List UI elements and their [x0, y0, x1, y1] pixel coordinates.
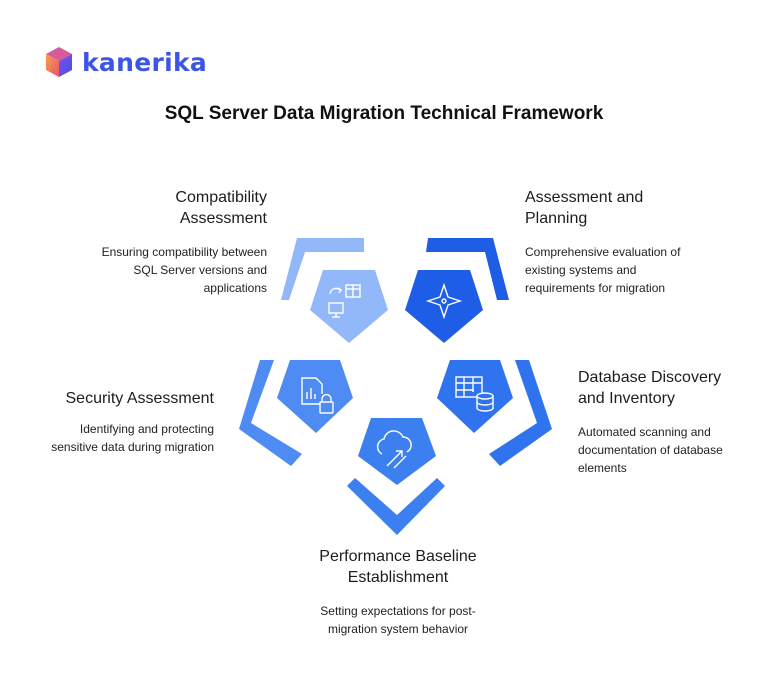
- outer-band-compatibility: [281, 238, 364, 300]
- step-desc-line: Ensuring compatibility between: [101, 245, 267, 259]
- cloud-upload-icon: [376, 430, 412, 469]
- inner-pentagon-assessment: [405, 270, 483, 343]
- step-compatibility: Compatibility Assessment Ensuring compat…: [60, 187, 267, 297]
- step-desc-line: Setting expectations for post-: [320, 604, 476, 618]
- step-heading-line: Compatibility: [175, 189, 267, 206]
- report-lock-icon: [301, 377, 334, 414]
- step-heading-line: Assessment: [179, 210, 267, 227]
- step-desc-line: existing systems and: [525, 263, 637, 277]
- outer-band-database: [489, 360, 552, 466]
- outer-band-assessment: [426, 238, 509, 300]
- step-security-assessment: Security Assessment Identifying and prot…: [20, 388, 214, 456]
- step-desc-line: SQL Server versions and: [133, 263, 267, 277]
- step-heading-line: Security Assessment: [65, 390, 215, 407]
- step-heading-line: Database Discovery: [578, 369, 722, 386]
- step-heading-line: Planning: [525, 210, 588, 227]
- step-desc-line: documentation of database: [578, 443, 723, 457]
- page-title: SQL Server Data Migration Technical Fram…: [164, 103, 604, 124]
- segment-database-discovery: [437, 360, 552, 466]
- transfer-table-monitor-icon: [328, 284, 361, 318]
- segment-compatibility: [281, 238, 388, 343]
- table-database-icon: [455, 376, 494, 412]
- inner-pentagon-compatibility: [310, 270, 388, 343]
- step-desc-line: elements: [578, 461, 627, 475]
- brand-name: kanerika: [82, 47, 208, 77]
- step-heading-line: Assessment and: [525, 189, 644, 206]
- brand-logo: kanerika: [44, 46, 207, 78]
- segment-security-assessment: [239, 360, 353, 466]
- step-desc-line: Automated scanning and: [578, 425, 711, 439]
- step-performance-baseline: Performance Baseline Establishment Setti…: [270, 546, 526, 638]
- compass-star-icon: [425, 282, 463, 320]
- step-desc-line: applications: [203, 281, 267, 295]
- segment-performance-baseline: [347, 418, 445, 535]
- step-desc-line: sensitive data during migration: [51, 440, 214, 454]
- step-database-discovery: Database Discovery and Inventory Automat…: [578, 367, 763, 477]
- step-desc-line: Identifying and protecting: [79, 422, 214, 436]
- step-heading-line: and Inventory: [578, 390, 675, 407]
- segment-assessment-planning: [405, 238, 509, 343]
- kanerika-logo-icon: [46, 47, 72, 77]
- step-desc-line: requirements for migration: [525, 281, 666, 295]
- step-assessment-planning: Assessment and Planning Comprehensive ev…: [525, 187, 745, 297]
- step-desc-line: migration system behavior: [327, 622, 469, 636]
- outer-band-security: [239, 360, 302, 466]
- step-heading-line: Establishment: [347, 569, 449, 586]
- step-desc-line: Comprehensive evaluation of: [525, 245, 681, 259]
- step-heading-line: Performance Baseline: [319, 548, 477, 565]
- outer-band-performance: [347, 478, 445, 535]
